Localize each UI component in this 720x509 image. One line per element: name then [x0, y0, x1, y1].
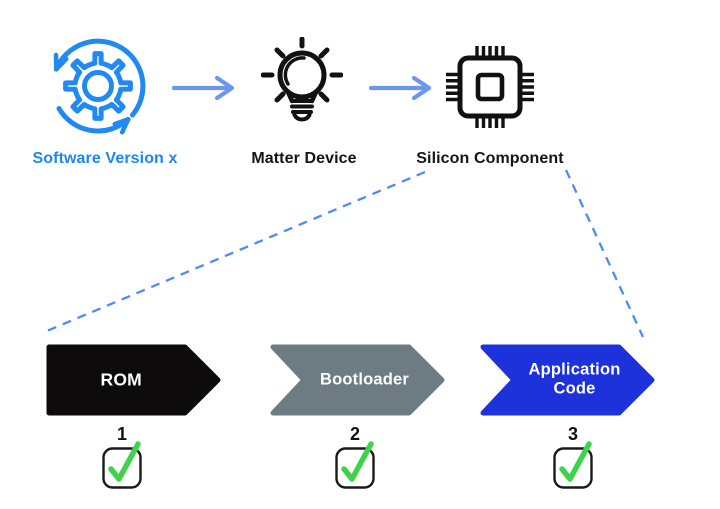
gear-icon-hole	[82, 70, 114, 102]
checkmark-box-rom	[102, 441, 142, 489]
application-code-arrow-shape	[480, 344, 655, 416]
chip-core	[475, 72, 505, 102]
silicon-chip-icon	[446, 46, 534, 128]
matter-device-label: Matter Device	[251, 150, 357, 167]
sync-arrowhead-top	[53, 52, 69, 72]
chip-pins-bottom	[475, 118, 505, 128]
bulb-base-cap	[292, 113, 312, 122]
check-icon	[108, 441, 141, 482]
check-icon	[341, 441, 374, 482]
sync-arc-bottom	[56, 106, 131, 134]
light-bulb-icon	[261, 37, 343, 122]
chip-pins-left	[446, 72, 458, 102]
flow-arrow-icon-1	[172, 75, 235, 101]
software-update-gear-icon	[53, 38, 146, 135]
sync-arrowhead-bottom	[112, 117, 131, 135]
application-code-label: Application Code	[528, 360, 621, 398]
bulb-base-lines	[290, 99, 314, 114]
bulb-rays	[261, 37, 343, 103]
dashed-line-silicon-to-rom	[41, 170, 426, 335]
software-version-label: Software Version x	[32, 150, 178, 167]
bulb-highlight	[283, 56, 306, 86]
checkmark-box-bootloader	[335, 441, 375, 489]
dashed-line-silicon-to-application	[564, 169, 645, 338]
stage-number-1: 1	[116, 424, 128, 444]
stage-number-3: 3	[567, 424, 579, 444]
check-icon	[559, 441, 592, 482]
bulb-globe	[277, 50, 327, 100]
gear-icon-body	[63, 51, 133, 121]
stage-rom: ROM	[46, 344, 221, 416]
stage-number-2: 2	[349, 424, 361, 444]
chip-pins-top	[475, 46, 505, 56]
rom-arrow-shape	[46, 344, 221, 416]
sync-arc-top	[53, 38, 146, 118]
chip-body	[457, 55, 523, 119]
stage-application-code: Application Code	[480, 344, 655, 416]
bootloader-label: Bootloader	[319, 370, 410, 389]
stage-bootloader: Bootloader	[270, 344, 445, 416]
flow-arrow-icon-2	[369, 75, 432, 101]
checkmark-box-application	[553, 441, 593, 489]
silicon-component-label: Silicon Component	[416, 150, 564, 167]
rom-label: ROM	[100, 369, 142, 390]
bootloader-arrow-shape	[270, 344, 445, 416]
chip-pins-right	[522, 72, 534, 102]
